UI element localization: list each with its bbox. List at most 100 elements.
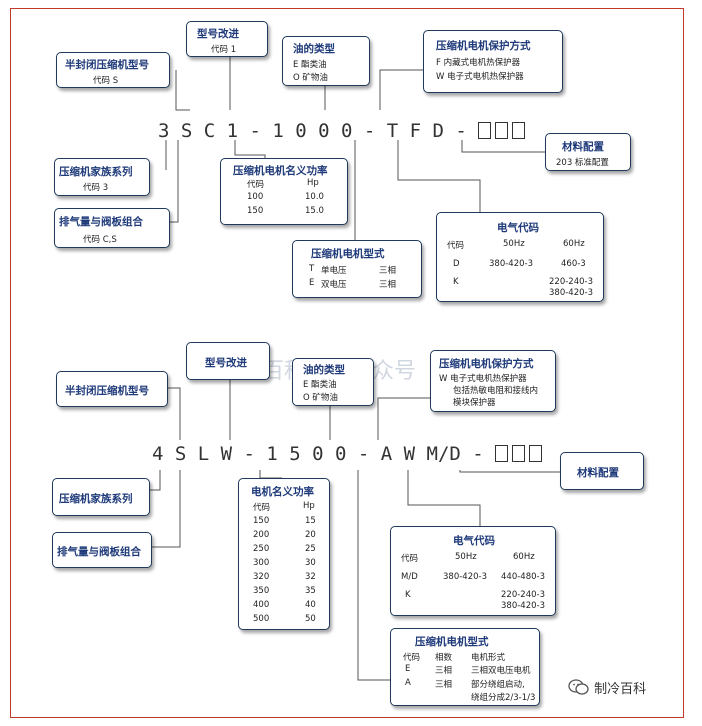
motor-type-box-bottom: 压缩机电机型式 代码 相数 电机形式 E 三相 三相双电压电机 A 三相 部分绕… bbox=[390, 628, 540, 706]
oil-type-box-bottom: 油的类型 E 酯类油 O 矿物油 bbox=[292, 358, 374, 406]
table-cell: 250 bbox=[253, 544, 270, 554]
table-cell: 25 bbox=[305, 544, 316, 554]
box-title: 油的类型 bbox=[293, 43, 335, 55]
motor-type-box-top: 压缩机电机型式 T 单电压 三相 E 双电压 三相 bbox=[292, 240, 422, 298]
box-title: 型号改进 bbox=[205, 357, 247, 369]
code-slot-box bbox=[512, 122, 526, 139]
box-line: O 矿物油 bbox=[293, 73, 328, 83]
table-cell: 150 bbox=[247, 206, 264, 216]
table-head: 50Hz bbox=[503, 239, 525, 249]
exhaust-valve-box-bottom: 排气量与阀板组合 bbox=[52, 532, 152, 568]
box-line: 203 标准配置 bbox=[556, 158, 609, 168]
box-line: O 矿物油 bbox=[303, 393, 338, 403]
model-code-line-bottom: 4 S L W - 1 5 0 0 - A W M/D - bbox=[152, 443, 546, 465]
table-cell: 350 bbox=[253, 586, 270, 596]
box-title: 压缩机电机名义功率 bbox=[233, 165, 328, 177]
brand-name: 制冷百科 bbox=[594, 682, 647, 697]
table-cell: 30 bbox=[305, 558, 316, 568]
oil-type-box-top: 油的类型 E 酯类油 O 矿物油 bbox=[282, 36, 370, 86]
table-cell: 380-420-3 bbox=[501, 601, 545, 611]
motor-protection-box-top: 压缩机电机保护方式 F 内藏式电机热保护器 W 电子式电机热保护器 bbox=[423, 30, 563, 93]
code-slot-box bbox=[495, 122, 509, 139]
box-title: 压缩机家族系列 bbox=[59, 493, 133, 505]
table-head: 相数 bbox=[435, 653, 453, 663]
brand-logo: 制冷百科 bbox=[568, 678, 646, 697]
exhaust-valve-box-top: 排气量与阀板组合 代码 C,S bbox=[54, 208, 170, 248]
table-cell: 10.0 bbox=[305, 192, 324, 202]
table-cell: 三相 bbox=[379, 280, 397, 290]
table-cell: 380-420-3 bbox=[549, 288, 593, 298]
table-cell: 150 bbox=[253, 516, 270, 526]
model-code-line-top: 3 S C 1 - 1 0 0 0 - T F D - bbox=[158, 120, 529, 142]
table-cell: E bbox=[405, 664, 411, 674]
code-slot-box bbox=[478, 122, 492, 139]
table-cell: 380-420-3 bbox=[489, 259, 533, 269]
box-line: 包括热敏电阻和接线内 bbox=[453, 386, 539, 396]
table-cell: T bbox=[309, 264, 315, 274]
table-cell: 300 bbox=[253, 558, 270, 568]
box-title: 压缩机电机型式 bbox=[415, 636, 489, 648]
table-cell: K bbox=[453, 277, 459, 287]
table-head: 60Hz bbox=[563, 239, 585, 249]
material-config-box-bottom: 材料配置 bbox=[560, 452, 644, 490]
table-head: 代码 bbox=[447, 241, 465, 251]
table-cell: 绕组分成2/3-1/3 bbox=[471, 693, 536, 703]
box-line: 代码 1 bbox=[211, 45, 237, 55]
box-title: 电气代码 bbox=[453, 535, 495, 547]
box-title: 排气量与阀板组合 bbox=[59, 216, 143, 228]
table-cell: 15 bbox=[305, 516, 316, 526]
box-line: 代码 C,S bbox=[83, 235, 117, 245]
table-cell: 三相 bbox=[435, 666, 453, 676]
box-line: 模块保护器 bbox=[453, 398, 496, 408]
box-title: 压缩机家族系列 bbox=[59, 166, 133, 178]
table-head: 50Hz bbox=[455, 552, 477, 562]
box-title: 材料配置 bbox=[577, 467, 619, 479]
table-cell: 200 bbox=[253, 530, 270, 540]
box-title: 型号改进 bbox=[197, 28, 239, 40]
table-cell: 20 bbox=[305, 530, 316, 540]
box-line: W 电子式电机热保护器 bbox=[439, 374, 527, 384]
table-cell: 32 bbox=[305, 572, 316, 582]
table-cell: K bbox=[405, 590, 411, 600]
table-cell: D bbox=[453, 259, 460, 269]
wechat-icon bbox=[568, 679, 589, 695]
table-cell: 460-3 bbox=[561, 259, 586, 269]
code-slot-box bbox=[495, 445, 509, 462]
table-head: Hp bbox=[303, 501, 315, 511]
box-title: 压缩机电机保护方式 bbox=[439, 358, 534, 370]
table-cell: 三相 bbox=[435, 680, 453, 690]
table-cell: 400 bbox=[253, 600, 270, 610]
material-config-box-top: 材料配置 203 标准配置 bbox=[545, 133, 631, 171]
table-cell: 双电压 bbox=[321, 280, 347, 290]
table-cell: 15.0 bbox=[305, 206, 324, 216]
box-title: 压缩机电机型式 bbox=[311, 248, 385, 260]
box-title: 排气量与阀板组合 bbox=[57, 546, 141, 558]
table-head: 代码 bbox=[401, 554, 419, 564]
box-line: E 酯类油 bbox=[303, 380, 337, 390]
motor-power-box-top: 压缩机电机名义功率 代码 Hp 100 10.0 150 15.0 bbox=[220, 158, 348, 225]
code-slot-box bbox=[529, 445, 543, 462]
code-slot-box bbox=[512, 445, 526, 462]
diagram-frame bbox=[10, 8, 684, 718]
table-cell: A bbox=[405, 678, 411, 688]
table-cell: 部分绕组启动, bbox=[471, 680, 525, 690]
box-title: 半封闭压缩机型号 bbox=[65, 385, 149, 397]
box-line: 代码 S bbox=[93, 76, 119, 86]
table-cell: 440-480-3 bbox=[501, 572, 545, 582]
box-title: 电机名义功率 bbox=[251, 486, 314, 498]
table-cell: 100 bbox=[247, 192, 264, 202]
table-head: Hp bbox=[307, 178, 319, 188]
compressor-family-box-bottom: 压缩机家族系列 bbox=[52, 478, 150, 516]
box-title: 压缩机电机保护方式 bbox=[436, 40, 531, 52]
electrical-code-box-bottom: 电气代码 代码 50Hz 60Hz M/D 380-420-3 440-480-… bbox=[390, 526, 556, 616]
table-head: 代码 bbox=[403, 653, 421, 663]
table-cell: 320 bbox=[253, 572, 270, 582]
table-cell: 40 bbox=[305, 600, 316, 610]
table-head: 代码 bbox=[247, 180, 265, 190]
table-cell: 50 bbox=[305, 614, 316, 624]
box-line: F 内藏式电机热保护器 bbox=[436, 58, 521, 68]
table-cell: 35 bbox=[305, 586, 316, 596]
box-title: 半封闭压缩机型号 bbox=[65, 59, 149, 71]
table-cell: 220-240-3 bbox=[501, 590, 545, 600]
table-cell: 220-240-3 bbox=[549, 277, 593, 287]
